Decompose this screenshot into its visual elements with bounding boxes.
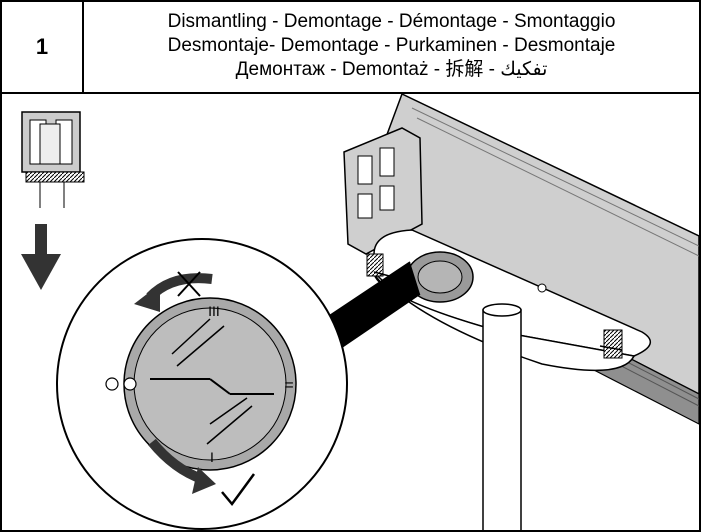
magnified-dial: III = I [56, 238, 348, 530]
adapter-base-plate [366, 229, 651, 372]
adapter-icon [21, 111, 85, 208]
dial-mark-right: = [284, 377, 293, 394]
pendant-tube [482, 303, 522, 530]
adapter-body [343, 127, 423, 255]
header: 1 Dismantling - Demontage - Démontage - … [2, 2, 699, 94]
step-title: Dismantling - Demontage - Démontage - Sm… [84, 10, 699, 82]
step-number: 1 [2, 2, 84, 92]
title-line-2: Desmontaje- Demontage - Purkaminen - Des… [167, 35, 616, 56]
rotate-ccw-cross-icon [134, 271, 213, 312]
dial-mark-top: III [208, 303, 220, 319]
rotate-cw-check-icon [148, 438, 256, 507]
callout-lines [319, 261, 421, 355]
down-arrow-icon [21, 224, 61, 290]
title-line-1: Dismantling - Demontage - Démontage - Sm… [167, 11, 616, 32]
title-line-3: Демонтаж - Demontaż - 拆解 - تفكيك [235, 59, 548, 80]
dismantling-illustration: III = I [21, 94, 699, 530]
dial-mark-bottom: I [210, 449, 214, 465]
